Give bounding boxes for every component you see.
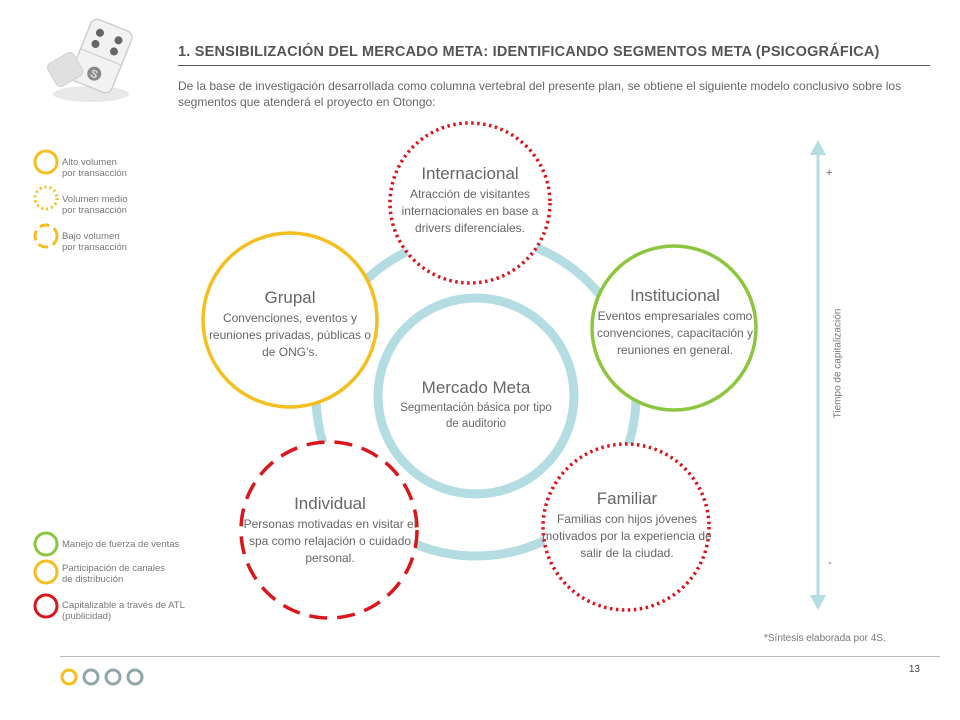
legend-solid-icon	[33, 149, 59, 175]
node-grupal: Grupal Convenciones, eventos y reuniones…	[202, 288, 378, 361]
node-title: Familiar	[596, 489, 658, 508]
page-title: 1. SENSIBILIZACIÓN DEL MERCADO META: IDE…	[178, 44, 880, 60]
intro-paragraph: De la base de investigación desarrollada…	[178, 79, 902, 109]
axis-arrow-up	[810, 140, 826, 155]
node-individual-circle	[239, 440, 419, 620]
dice-icon: S	[46, 18, 133, 102]
node-internacional-circle	[388, 121, 552, 285]
legend-red-icon	[33, 593, 59, 619]
node-familiar: Familiar Familias con hijos jóvenes moti…	[540, 489, 714, 562]
center-title: Mercado Meta	[421, 378, 531, 397]
center-desc: Segmentación básica por tipo de auditori…	[400, 402, 552, 430]
legend-channel-sales: Manejo de fuerza de ventas	[62, 539, 180, 550]
center-node: Mercado Meta Segmentación básica por tip…	[396, 378, 556, 432]
node-familiar-circle	[541, 442, 711, 612]
node-title: Individual	[294, 494, 366, 513]
node-desc: Familias con hijos jóvenes motivados por…	[542, 512, 712, 560]
title-divider	[178, 65, 930, 66]
legend-dashed-icon	[33, 223, 59, 249]
page-number: 13	[908, 664, 920, 675]
node-desc: Atracción de visitantes internacionales …	[401, 187, 539, 235]
node-internacional: Internacional Atracción de visitantes in…	[396, 164, 544, 237]
footer-circles-icon	[60, 668, 144, 686]
node-institucional-circle	[590, 244, 758, 412]
legend-dotted-icon	[33, 185, 59, 211]
footnote: *Síntesis elaborada por 4S.	[764, 633, 886, 644]
axis-arrow-down	[810, 595, 826, 610]
legend-green-icon	[33, 531, 59, 557]
svg-text:S: S	[88, 68, 99, 82]
axis-plus: +	[826, 167, 833, 179]
node-title: Grupal	[264, 288, 316, 307]
node-title: Institucional	[630, 286, 720, 305]
node-title: Internacional	[421, 164, 519, 183]
legend-channel-atl: Capitalizable a través de ATL(publicidad…	[62, 600, 185, 622]
node-institucional: Institucional Eventos empresariales como…	[592, 286, 758, 359]
node-individual: Individual Personas motivadas en visitar…	[242, 494, 418, 567]
center-ring	[373, 293, 579, 499]
node-desc: Convenciones, eventos y reuniones privad…	[208, 311, 372, 359]
legend-yellow-icon	[33, 559, 59, 585]
node-grupal-circle	[201, 231, 379, 409]
axis-label: Tiempo de capitalización	[832, 308, 844, 419]
node-desc: Eventos empresariales como convenciones,…	[596, 309, 754, 357]
footer-divider	[60, 656, 940, 657]
axis-minus: -	[828, 557, 832, 569]
node-desc: Personas motivadas en visitar el spa com…	[243, 517, 417, 565]
